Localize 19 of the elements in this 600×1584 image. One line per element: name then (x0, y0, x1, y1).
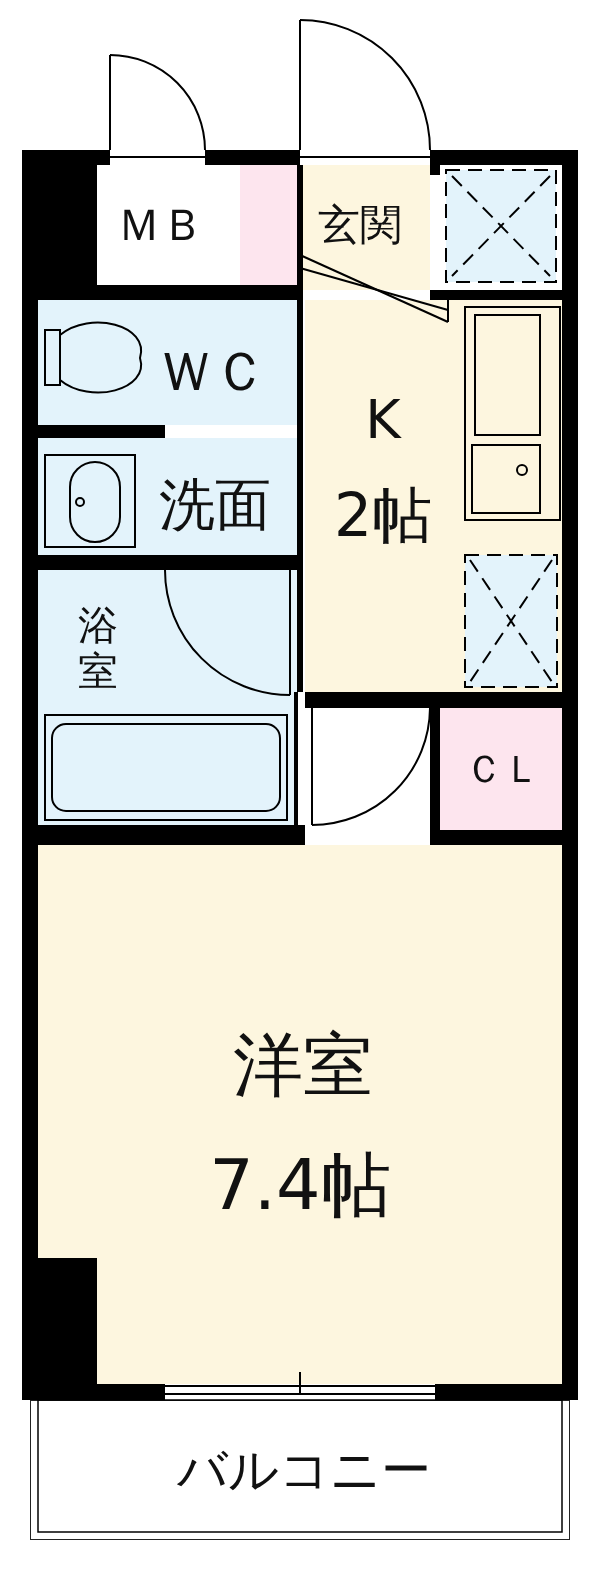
room-label: ＭＢ (117, 199, 205, 251)
room-label: ＷＣ (159, 340, 267, 404)
room-label: 7.4帖 (209, 1144, 391, 1226)
room-label: 浴室 (78, 602, 118, 694)
balcony-area (30, 1400, 570, 1540)
room-label: バルコニー (177, 1442, 431, 1500)
room-area (440, 708, 562, 830)
room-area (300, 165, 430, 290)
pipe-space (240, 165, 298, 285)
room-label: 玄関 (318, 200, 402, 250)
room-area (38, 300, 298, 425)
room-area (38, 845, 562, 1384)
room-label: K (365, 388, 401, 452)
room-area (38, 570, 298, 825)
room-label: ＣＬ (465, 748, 541, 792)
room-label: 洋室 (233, 1024, 373, 1106)
room-area (38, 438, 298, 555)
room-label: 洗面 (159, 472, 271, 538)
room-label: 2帖 (333, 480, 433, 550)
